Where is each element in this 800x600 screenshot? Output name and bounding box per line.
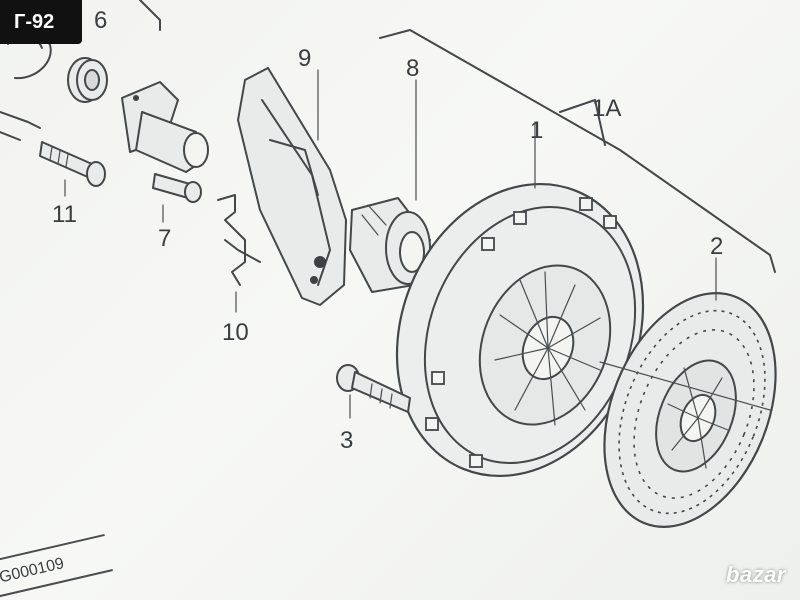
label-10: 10 bbox=[222, 319, 249, 346]
shaft-stub bbox=[0, 111, 41, 141]
label-11: 11 bbox=[52, 201, 77, 228]
label-3: 3 bbox=[340, 427, 353, 454]
listing-badge: Г-92 bbox=[0, 0, 82, 44]
part-9-release-fork bbox=[237, 67, 347, 306]
frame-lines bbox=[139, 0, 776, 273]
part-11-bolt bbox=[39, 141, 106, 197]
guide-sleeve bbox=[121, 81, 209, 173]
part-6-seal bbox=[67, 57, 108, 103]
part-7-bolt bbox=[152, 173, 202, 223]
label-9: 9 bbox=[298, 45, 311, 72]
part-10-clip bbox=[217, 194, 261, 313]
part-8-release-bearing bbox=[349, 79, 431, 293]
label-6: 6 bbox=[94, 7, 107, 34]
part-3-bolt bbox=[336, 364, 411, 419]
label-2: 2 bbox=[710, 233, 723, 260]
label-7: 7 bbox=[158, 225, 171, 252]
part-2-clutch-disc bbox=[599, 257, 777, 528]
watermark-logo: bazar bbox=[726, 562, 786, 587]
label-1a: 1A bbox=[592, 95, 621, 122]
label-8: 8 bbox=[406, 55, 419, 82]
label-1: 1 bbox=[530, 117, 543, 144]
part-1-pressure-plate bbox=[395, 121, 645, 478]
